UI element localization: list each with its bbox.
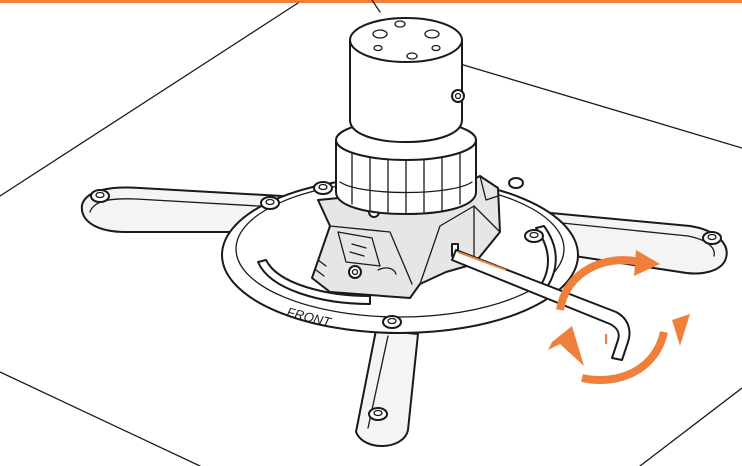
mount-arm-back-right (539, 211, 728, 275)
arm-screw (702, 231, 722, 245)
plate-screw (524, 229, 544, 243)
circular-double-arrow-icon (548, 250, 690, 384)
mount-arm-back-left (80, 186, 283, 233)
top-accent-rule (0, 0, 742, 3)
adjust-knob (348, 265, 362, 279)
arm-screw (368, 407, 388, 421)
plate-screw (260, 196, 280, 210)
accent-pointer (457, 251, 507, 271)
rotation-marker: I (604, 331, 608, 348)
mount-arm-front (355, 329, 419, 447)
arm-screw (90, 189, 110, 203)
plate-screw (382, 315, 402, 329)
adapter-cylinder (349, 17, 465, 143)
plate-screw (313, 181, 333, 195)
hex-key-icon (451, 249, 631, 361)
cylinder-screw (451, 89, 465, 103)
plate-screw (508, 177, 524, 189)
